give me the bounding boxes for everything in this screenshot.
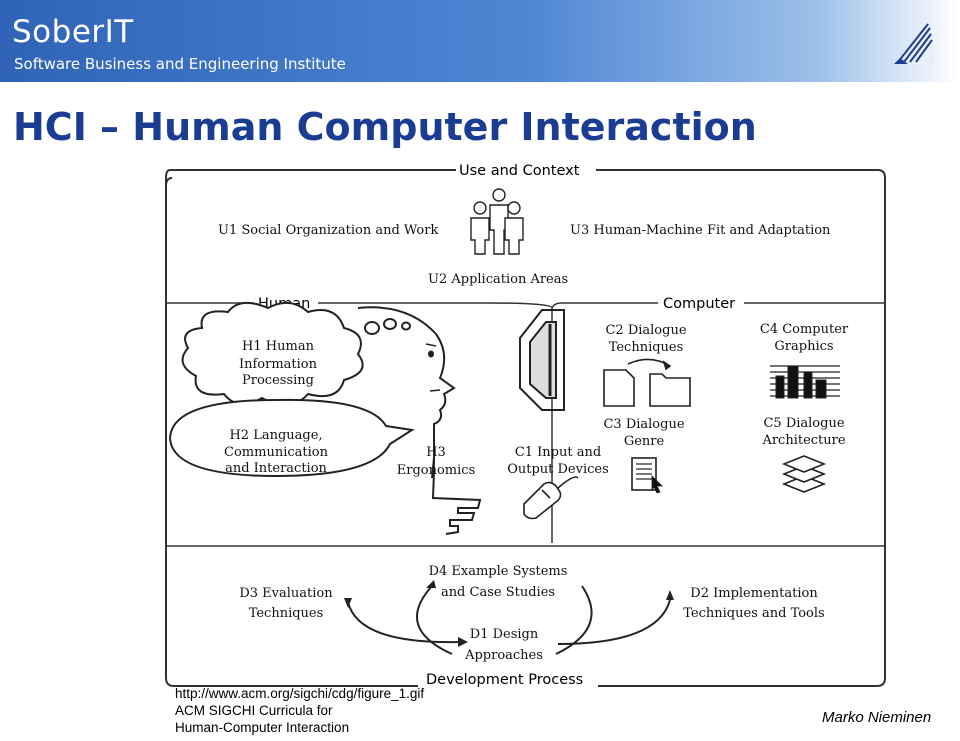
source-line-3: Human-Computer Interaction <box>175 719 424 736</box>
h3-line-2: Ergonomics <box>397 463 476 478</box>
d2-line-2: Techniques and Tools <box>683 606 824 621</box>
slide-title: HCI – Human Computer Interaction <box>13 105 757 149</box>
layers-stack-icon <box>784 456 824 492</box>
document-folder-icon <box>604 359 690 406</box>
d4-line-2: and Case Studies <box>441 585 555 600</box>
u1-social-organization: U1 Social Organization and Work <box>218 223 438 238</box>
mouse-device-icon <box>524 477 578 518</box>
hci-curriculum-diagram: Use and Context Human Computer Developme… <box>158 158 898 698</box>
form-cursor-icon <box>632 458 662 493</box>
people-icon <box>471 189 523 254</box>
c5-line-1: C5 Dialogue <box>763 416 844 431</box>
c2-line-2: Techniques <box>609 340 684 355</box>
c4-line-2: Graphics <box>774 339 833 354</box>
triangle-stripes-logo-icon <box>890 18 938 68</box>
source-url: http://www.acm.org/sigchi/cdg/figure_1.g… <box>175 685 424 702</box>
c3-line-2: Genre <box>624 434 665 449</box>
d3-line-1: D3 Evaluation <box>239 586 333 601</box>
c2-line-1: C2 Dialogue <box>605 323 686 338</box>
brand-name: SoberIT <box>12 14 134 50</box>
brand-subtitle: Software Business and Engineering Instit… <box>14 55 346 73</box>
d2-line-1: D2 Implementation <box>690 586 818 601</box>
h2-line-3: and Interaction <box>225 461 327 476</box>
d1-line-1: D1 Design <box>470 627 539 642</box>
c4-line-1: C4 Computer <box>760 322 849 337</box>
h1-line-3: Processing <box>242 373 314 388</box>
c1-line-1: C1 Input and <box>515 445 601 460</box>
monitor-icon <box>520 310 564 410</box>
h1-line-1: H1 Human <box>242 339 315 354</box>
c1-line-2: Output Devices <box>507 462 609 477</box>
u2-application-areas: U2 Application Areas <box>428 272 568 287</box>
d3-line-2: Techniques <box>249 606 324 621</box>
source-line-2: ACM SIGCHI Curricula for <box>175 702 424 719</box>
header-banner: SoberIT Software Business and Engineerin… <box>0 0 960 82</box>
u3-human-machine-fit: U3 Human-Machine Fit and Adaptation <box>570 223 831 238</box>
h2-line-1: H2 Language, <box>229 428 322 443</box>
section-use-and-context: Use and Context <box>459 163 580 179</box>
graphics-chart-icon <box>770 366 840 398</box>
h2-line-2: Communication <box>224 445 329 460</box>
h3-line-1: H3 <box>426 445 446 460</box>
h1-line-2: Information <box>239 357 318 372</box>
source-citation: http://www.acm.org/sigchi/cdg/figure_1.g… <box>175 685 424 736</box>
c3-line-1: C3 Dialogue <box>603 417 684 432</box>
d4-line-1: D4 Example Systems <box>429 564 568 579</box>
section-development-process: Development Process <box>426 672 583 688</box>
author-name: Marko Nieminen <box>822 709 931 726</box>
eye-icon <box>428 351 434 358</box>
section-computer: Computer <box>663 296 735 312</box>
c5-line-2: Architecture <box>761 433 845 448</box>
d1-line-2: Approaches <box>464 648 543 663</box>
